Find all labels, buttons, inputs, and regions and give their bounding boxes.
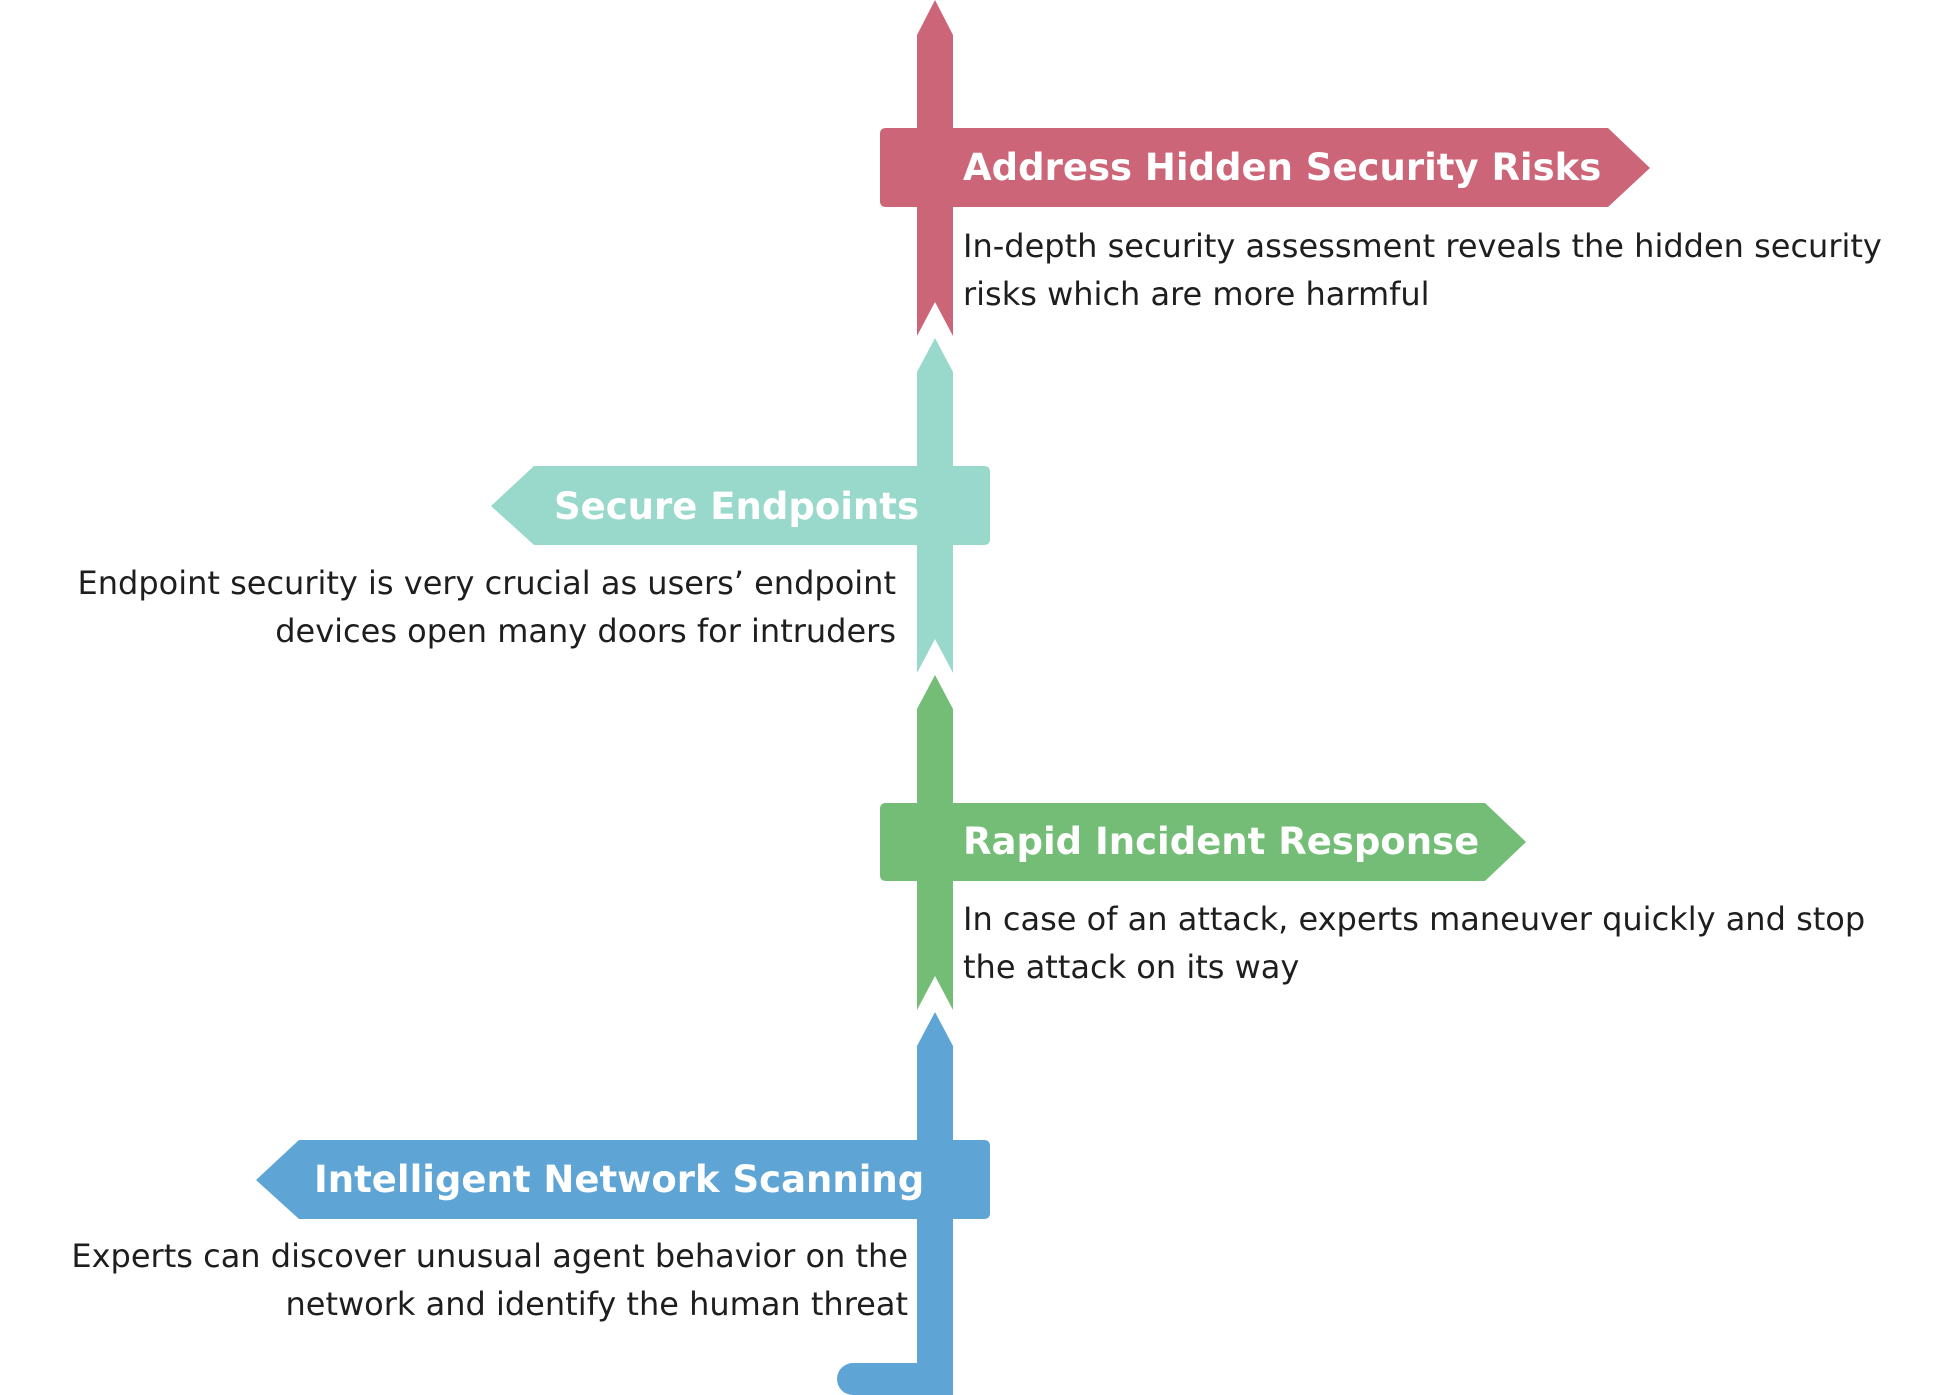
description-line: Endpoint security is very crucial as use… (77, 564, 897, 602)
post-foot (837, 1363, 953, 1395)
description-line: Experts can discover unusual agent behav… (71, 1237, 908, 1275)
step-title-intelligent-network-scanning: Intelligent Network Scanning (314, 1158, 925, 1201)
sign-banner-pink (880, 128, 1650, 207)
description-line: devices open many doors for intruders (275, 612, 896, 650)
sign-banner-blue (256, 1140, 990, 1219)
description-line: risks which are more harmful (963, 275, 1430, 313)
step-title-address-hidden-security-risks: Address Hidden Security Risks (963, 146, 1602, 189)
description-line: In case of an attack, experts maneuver q… (963, 900, 1866, 938)
description-line: the attack on its way (963, 948, 1300, 986)
step-title-secure-endpoints: Secure Endpoints (554, 485, 919, 528)
step-description-address-hidden-security-risks: In-depth security assessment reveals the… (963, 222, 1882, 318)
step-description-rapid-incident-response: In case of an attack, experts maneuver q… (963, 895, 1865, 991)
sign-banner-teal (491, 466, 990, 545)
description-line: In-depth security assessment reveals the… (963, 227, 1882, 265)
step-description-intelligent-network-scanning: Experts can discover unusual agent behav… (71, 1232, 908, 1328)
step-description-secure-endpoints: Endpoint security is very crucial as use… (78, 559, 897, 655)
step-title-rapid-incident-response: Rapid Incident Response (963, 820, 1480, 863)
description-line: network and identify the human threat (285, 1285, 908, 1323)
sign-banner-green (880, 803, 1526, 881)
